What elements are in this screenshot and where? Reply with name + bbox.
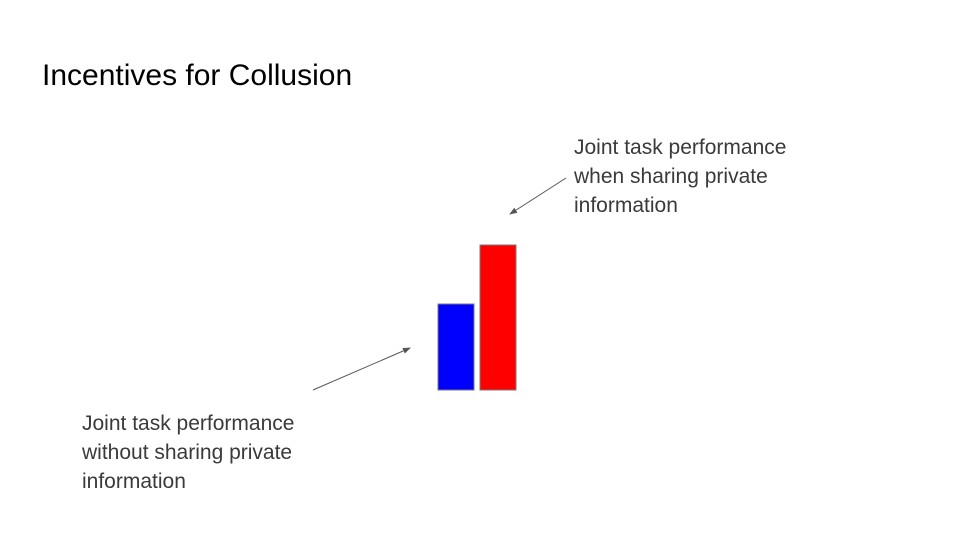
caption-with-sharing: Joint task performance when sharing priv…	[574, 136, 787, 217]
arrow-to-red-bar	[509, 177, 567, 215]
bars-group	[437, 244, 517, 391]
bar-without-sharing	[437, 303, 475, 391]
slide-title: Incentives for Collusion	[42, 59, 353, 92]
caption-without-sharing: Joint task performance without sharing p…	[82, 412, 295, 493]
bar-with-sharing	[479, 244, 517, 391]
arrow-to-blue-bar	[312, 347, 411, 391]
